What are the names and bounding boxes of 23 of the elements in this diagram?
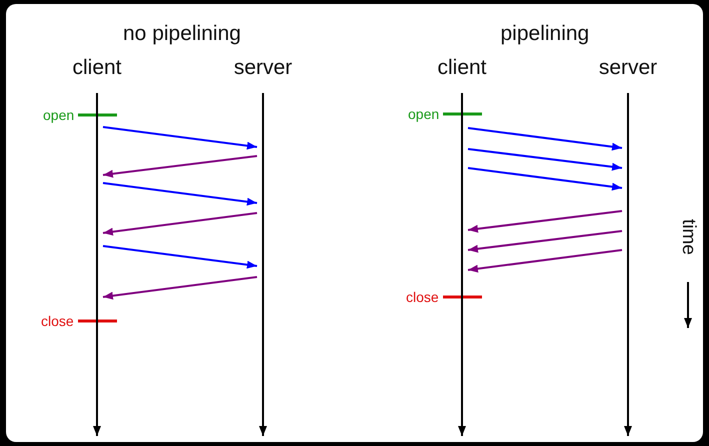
panel-heading: pipelining [500, 22, 590, 46]
message-arrow [468, 148, 622, 171]
lifeline-label: client [71, 56, 123, 80]
marker-label: close [41, 313, 74, 329]
message-arrow [468, 127, 622, 151]
message-arrow [468, 249, 622, 273]
panel-heading: no pipelining [123, 22, 241, 46]
message-arrow [468, 210, 622, 233]
lifeline-label: server [232, 56, 294, 80]
marker-label: open [408, 106, 440, 122]
message-arrow [102, 126, 258, 150]
marker-label: close [406, 289, 439, 305]
message-arrow [102, 276, 258, 300]
message-arrow [102, 155, 258, 178]
lifeline-label: client [436, 56, 488, 80]
message-arrow [468, 230, 622, 253]
lifeline-label: server [598, 56, 658, 80]
message-arrow [102, 182, 258, 206]
message-arrow [102, 212, 258, 236]
marker-label: open [43, 107, 74, 123]
message-arrow [468, 167, 622, 191]
axis-label: time [676, 219, 699, 255]
message-arrow [102, 245, 258, 269]
